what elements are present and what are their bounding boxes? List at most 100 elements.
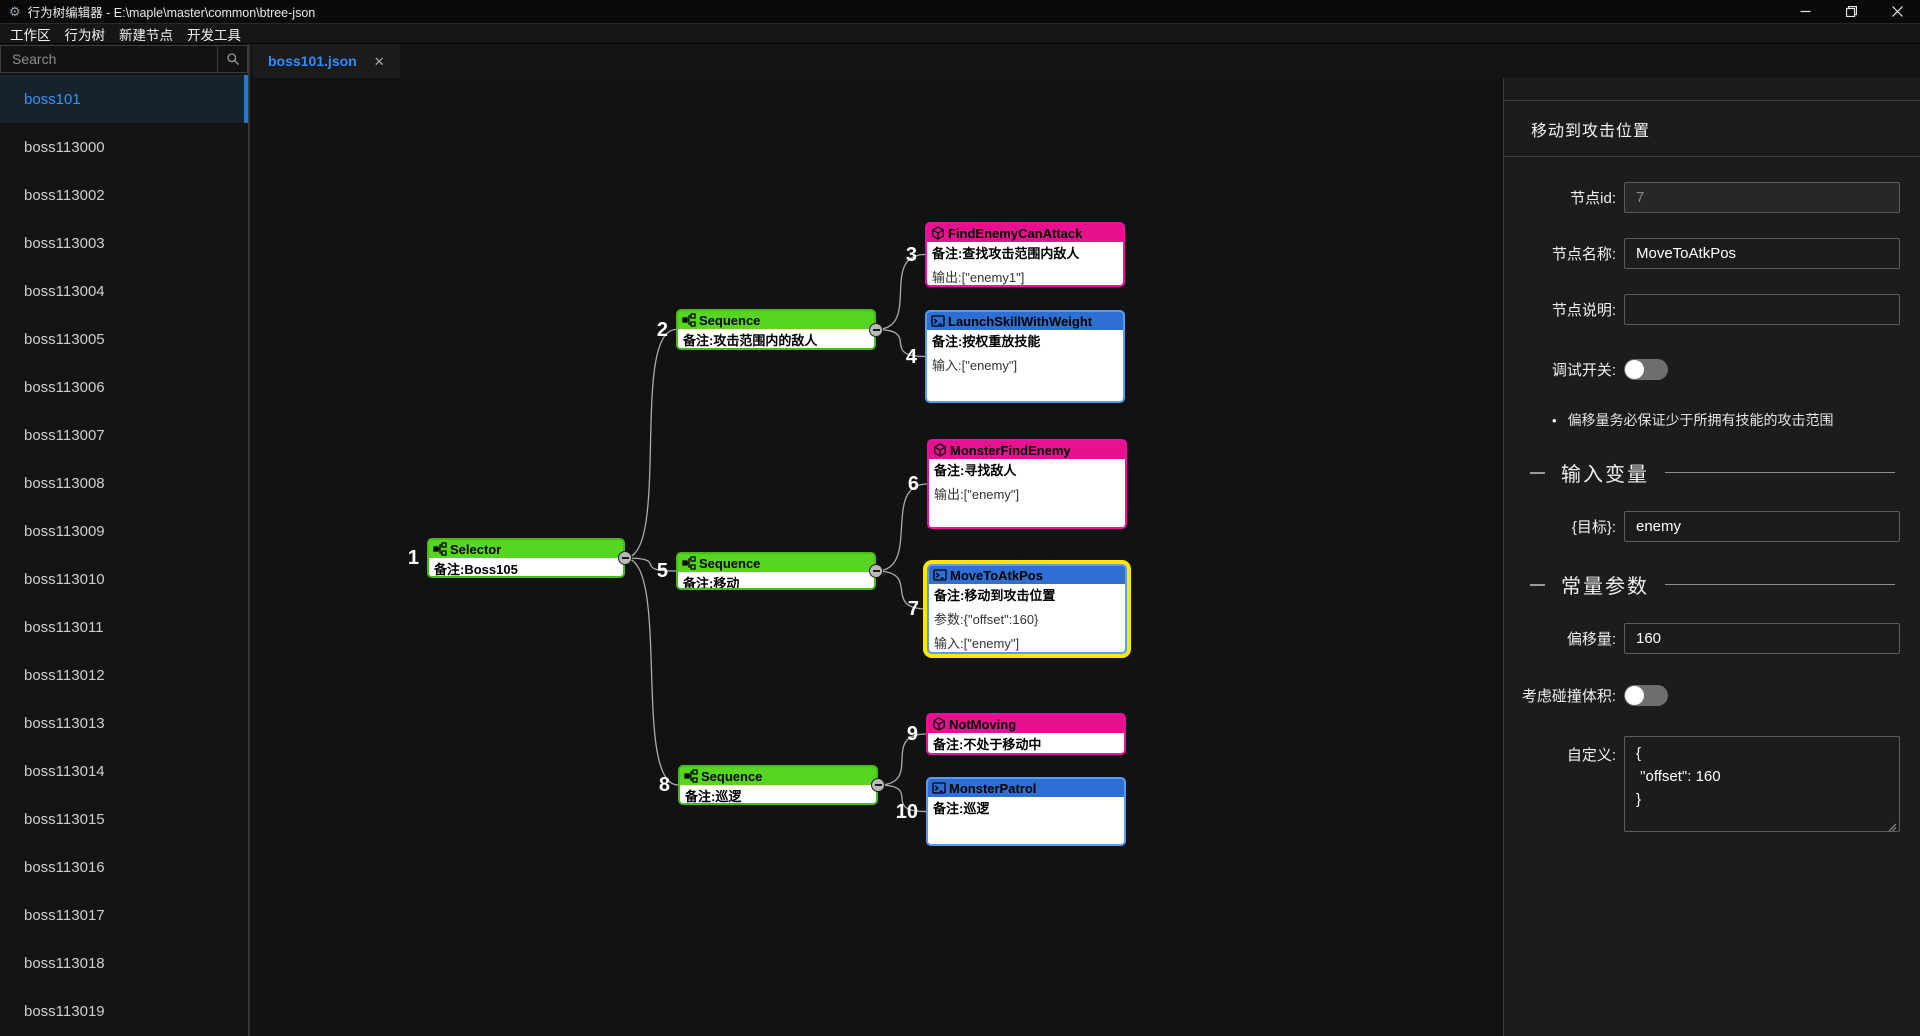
sidebar-item-boss113017[interactable]: boss113017: [24, 906, 105, 924]
sidebar: boss101 boss113000 boss113002 boss113003 bos…: [0, 44, 250, 1036]
action-node-icon: [933, 569, 947, 581]
sidebar-item-boss113013[interactable]: boss113013: [24, 714, 105, 732]
edge-2-3: [875, 253, 926, 331]
custom-json-field[interactable]: { "offset": 160 }: [1624, 736, 1900, 832]
search-button[interactable]: [217, 46, 247, 72]
node-header: Sequence: [680, 767, 876, 785]
edge-8-10: [877, 784, 927, 813]
node-desc-field[interactable]: [1624, 294, 1900, 325]
sidebar-item-boss113012[interactable]: boss113012: [24, 666, 105, 684]
composite-node-icon: [684, 769, 698, 783]
debug-toggle[interactable]: [1624, 359, 1668, 380]
bullet-icon: •: [1552, 413, 1557, 428]
composite-node-icon: [433, 542, 447, 556]
menu-item-0[interactable]: 工作区: [10, 27, 51, 43]
node-id-field: [1624, 182, 1900, 213]
node-comment: 备注:查找攻击范围内敌人: [932, 246, 1080, 261]
edge-8-9: [877, 733, 927, 786]
node-comment: 备注:寻找敌人: [934, 463, 1017, 478]
input-vars-section: 输入变量: [1504, 458, 1920, 487]
node-header: FindEnemyCanAttack: [927, 224, 1123, 242]
sidebar-item-boss113016[interactable]: boss113016: [24, 858, 105, 876]
section-dash: [1530, 471, 1545, 474]
node-body: 备注:移动: [678, 572, 874, 588]
collapse-button-2[interactable]: [869, 322, 883, 337]
node-name-field[interactable]: [1624, 238, 1900, 269]
offset-label: 偏移量:: [1566, 631, 1616, 648]
sidebar-item-boss113009[interactable]: boss113009: [24, 522, 105, 540]
properties-panel: 移动到攻击位置 节点id: 节点名称: 节点说明: 调试开关:: [1503, 78, 1920, 1036]
debug-toggle-row: 调试开关:: [1504, 359, 1920, 380]
sidebar-item-boss113019[interactable]: boss113019: [24, 1002, 105, 1020]
menu-item-1[interactable]: 行为树: [64, 27, 106, 43]
minimize-button[interactable]: [1782, 0, 1828, 23]
menu-item-3[interactable]: 开发工具: [187, 27, 241, 43]
collapse-button-5[interactable]: [869, 564, 883, 578]
node-index-3: 3: [905, 243, 917, 266]
tab-boss101[interactable]: boss101.json ✕: [253, 44, 400, 78]
menu-bar: 工作区行为树新建节点开发工具: [0, 23, 1920, 44]
sidebar-item-boss113007[interactable]: boss113007: [24, 426, 105, 444]
sidebar-item-boss113008[interactable]: boss113008: [24, 474, 105, 492]
sidebar-item-boss113002[interactable]: boss113002: [24, 186, 105, 204]
node-header: LaunchSkillWithWeight: [927, 312, 1123, 330]
app-icon: ⚙: [9, 4, 21, 19]
target-field[interactable]: [1624, 511, 1900, 542]
node-body: 备注:移动到攻击位置参数:{"offset":160}输入:["enemy"]: [929, 584, 1125, 652]
hint-note-text: 偏移量务必保证少于所拥有技能的攻击范围: [1567, 412, 1834, 428]
search-input[interactable]: [1, 46, 217, 72]
node-title: LaunchSkillWithWeight: [948, 313, 1093, 329]
sidebar-item-boss113000[interactable]: boss113000: [24, 138, 105, 156]
node-header: Sequence: [678, 311, 874, 329]
node-title: MonsterPatrol: [949, 780, 1037, 796]
sidebar-item-boss113005[interactable]: boss113005: [24, 330, 105, 348]
close-button[interactable]: [1874, 0, 1920, 23]
collision-toggle[interactable]: [1624, 685, 1668, 706]
edge-5-6: [875, 483, 928, 572]
menu-item-2[interactable]: 新建节点: [119, 27, 173, 43]
resize-handle-icon[interactable]: [1888, 823, 1897, 832]
condition-node-icon: [933, 717, 945, 731]
sidebar-item-boss101[interactable]: boss101: [0, 75, 248, 123]
minus-icon: [872, 328, 880, 331]
tab-close-icon[interactable]: ✕: [373, 53, 385, 69]
custom-json-row: 自定义: { "offset": 160 }: [1504, 736, 1920, 837]
sidebar-item-boss113018[interactable]: boss113018: [24, 954, 105, 972]
sidebar-item-boss113014[interactable]: boss113014: [24, 762, 105, 780]
custom-json-wrap: { "offset": 160 }: [1624, 736, 1900, 837]
node-index-8: 8: [658, 774, 670, 796]
collapse-button-1[interactable]: [618, 551, 632, 565]
search-box: [0, 45, 248, 73]
node-body: 备注:寻找敌人输出:["enemy"]: [929, 459, 1125, 527]
main-area: boss101 boss113000 boss113002 boss113003 bos…: [0, 44, 1920, 1036]
sidebar-item-boss113011[interactable]: boss113011: [24, 618, 104, 636]
sidebar-item-boss113004[interactable]: boss113004: [24, 282, 105, 300]
sidebar-item-boss113006[interactable]: boss113006: [24, 378, 105, 396]
sidebar-item-boss113010[interactable]: boss113010: [24, 570, 105, 588]
sidebar-item-boss113015[interactable]: boss113015: [24, 810, 105, 828]
collapse-button-8[interactable]: [871, 778, 885, 792]
restore-button[interactable]: [1828, 0, 1874, 23]
node-title: MoveToAtkPos: [950, 567, 1043, 583]
node-desc-label: 节点说明:: [1551, 302, 1616, 319]
node-comment: 备注:移动到攻击位置: [934, 588, 1056, 603]
node-body: 备注:攻击范围内的敌人: [678, 329, 874, 348]
sidebar-item-boss113003[interactable]: boss113003: [24, 234, 105, 252]
const-params-section: 常量参数: [1504, 570, 1920, 599]
offset-field[interactable]: [1624, 623, 1900, 654]
node-body: 备注:巡逻: [928, 797, 1124, 844]
minus-icon: [872, 570, 880, 572]
